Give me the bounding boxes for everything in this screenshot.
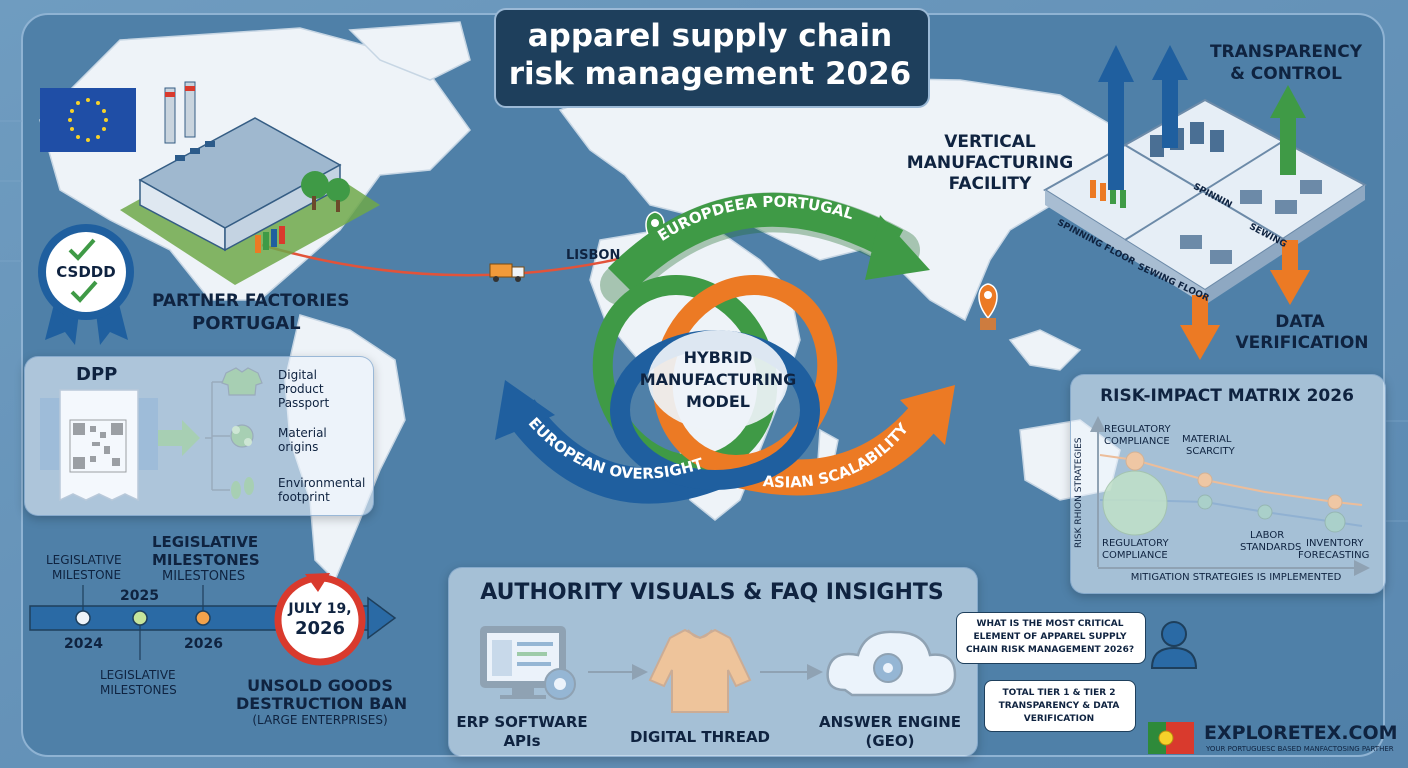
digital-thread-label: DIGITAL THREAD bbox=[629, 728, 771, 746]
year-2024: 2024 bbox=[64, 636, 103, 652]
matrix-label-labor-1: LABOR bbox=[1250, 530, 1285, 541]
dpp-item-3-line-1: Environmental bbox=[278, 476, 366, 490]
ban-label-1: UNSOLD GOODS bbox=[247, 676, 393, 695]
data-verification-label-1: DATA bbox=[1275, 312, 1325, 332]
timeline-top-mid-3: MILESTONES bbox=[162, 569, 246, 584]
matrix-ylabel: RISK RHION STRATEGIES bbox=[1074, 437, 1084, 548]
matrix-title: RISK-IMPACT MATRIX 2026 bbox=[1100, 386, 1354, 406]
matrix-label-inv-2: FORECASTING bbox=[1298, 550, 1370, 561]
data-verification-label-2: VERIFICATION bbox=[1235, 333, 1369, 353]
hybrid-label-2: MANUFACTURING bbox=[639, 370, 797, 389]
csddd-badge-icon bbox=[38, 224, 134, 345]
title-line-1: apparel supply chain bbox=[527, 18, 893, 54]
authority-card bbox=[448, 567, 978, 757]
dpp-item-1-line-1: Digital bbox=[278, 368, 317, 382]
dpp-item-1-line-2: Product bbox=[278, 382, 324, 396]
dpp-title: DPP bbox=[76, 364, 118, 385]
timeline-top-left-1: LEGISLATIVE bbox=[46, 553, 122, 567]
location-pin-asia bbox=[978, 283, 998, 330]
ban-label-2: DESTRUCTION BAN bbox=[236, 694, 408, 713]
ban-label-3: (LARGE ENTERPRISES) bbox=[252, 713, 388, 727]
matrix-label-reg-bot-2: COMPLIANCE bbox=[1102, 550, 1168, 561]
partner-label-2: PORTUGAL bbox=[192, 313, 301, 334]
truck-icon bbox=[489, 263, 525, 282]
portugal-flag-icon bbox=[1148, 722, 1194, 754]
matrix-label-reg-top-1: REGULATORY bbox=[1104, 424, 1171, 435]
year-2026: 2026 bbox=[184, 636, 223, 652]
question-line-3: CHAIN RISK MANAGEMENT 2026? bbox=[965, 645, 1135, 655]
vertical-label-2: MANUFACTURING bbox=[906, 153, 1074, 173]
dpp-item-2-line-2: origins bbox=[278, 440, 319, 454]
authority-title: AUTHORITY VISUALS & FAQ INSIGHTS bbox=[480, 580, 944, 605]
timeline-top-mid-1: LEGISLATIVE bbox=[152, 533, 259, 551]
dpp-item-1-line-3: Passport bbox=[278, 396, 330, 410]
matrix-label-inv-1: INVENTORY bbox=[1306, 538, 1364, 549]
down-arrows bbox=[1180, 240, 1310, 360]
year-2025: 2025 bbox=[120, 588, 159, 604]
countdown-date-1: JULY 19, bbox=[288, 601, 352, 617]
matrix-label-reg-bot-1: REGULATORY bbox=[1102, 538, 1169, 549]
answer-engine-label-2: (GEO) bbox=[865, 732, 915, 750]
brand-tagline: YOUR PORTUGUESC BASED MANFACTOSING PARTH… bbox=[1206, 745, 1394, 753]
question-line-1: WHAT IS THE MOST CRITICAL bbox=[976, 619, 1124, 629]
timeline-top-left-2: MILESTONE bbox=[52, 568, 122, 582]
brand-name[interactable]: EXPLORETEX.COM bbox=[1204, 722, 1398, 744]
timeline-bottom-1: LEGISLATIVE bbox=[100, 668, 176, 682]
risk-matrix-card bbox=[1070, 374, 1386, 594]
csddd-label: CSDDD bbox=[56, 263, 116, 281]
answer-line-1: TOTAL TIER 1 & TIER 2 bbox=[1002, 688, 1116, 698]
answer-line-2: TRANSPARENCY & DATA bbox=[998, 701, 1120, 711]
countdown-icon bbox=[274, 573, 366, 666]
partner-factory-illustration bbox=[120, 81, 380, 285]
up-arrows bbox=[1098, 45, 1306, 190]
title-panel bbox=[494, 8, 930, 108]
question-line-2: ELEMENT OF APPAREL SUPPLY bbox=[973, 632, 1127, 642]
answer-bubble bbox=[984, 680, 1136, 732]
title-line-2: risk management 2026 bbox=[508, 56, 912, 92]
erp-label-2: APIs bbox=[503, 732, 541, 750]
dpp-item-3-line-2: footprint bbox=[278, 490, 330, 504]
transparency-label-1: TRANSPARENCY bbox=[1209, 42, 1363, 62]
question-bubble bbox=[956, 612, 1146, 664]
answer-line-3: VERIFICATION bbox=[1023, 714, 1095, 724]
erp-label-1: ERP SOFTWARE bbox=[456, 713, 588, 731]
vertical-label-1: VERTICAL bbox=[944, 132, 1036, 152]
dpp-card bbox=[24, 356, 374, 516]
matrix-xlabel: MITIGATION STRATEGIES IS IMPLEMENTED bbox=[1130, 572, 1342, 583]
user-icon bbox=[1150, 621, 1198, 669]
countdown-date-2: 2026 bbox=[294, 618, 346, 639]
lisbon-label: LISBON bbox=[566, 248, 621, 263]
matrix-label-mat-2: SCARCITY bbox=[1186, 446, 1235, 457]
matrix-label-labor-2: STANDARDS bbox=[1240, 542, 1302, 553]
dpp-item-2-line-1: Material bbox=[278, 426, 327, 440]
timeline-bottom-2: MILESTONES bbox=[100, 683, 177, 697]
answer-engine-label-1: ANSWER ENGINE bbox=[818, 713, 962, 731]
partner-label-1: PARTNER FACTORIES bbox=[152, 291, 350, 311]
matrix-label-mat-1: MATERIAL bbox=[1182, 434, 1232, 445]
hybrid-label-3: MODEL bbox=[686, 392, 750, 411]
eu-flag-icon bbox=[40, 88, 136, 152]
matrix-label-reg-top-2: COMPLIANCE bbox=[1104, 436, 1170, 447]
timeline-top-mid-2: MILESTONES bbox=[152, 551, 260, 569]
vertical-label-3: FACILITY bbox=[948, 174, 1032, 194]
transparency-label-2: & CONTROL bbox=[1230, 64, 1342, 84]
hybrid-label-1: HYBRID bbox=[683, 348, 753, 367]
